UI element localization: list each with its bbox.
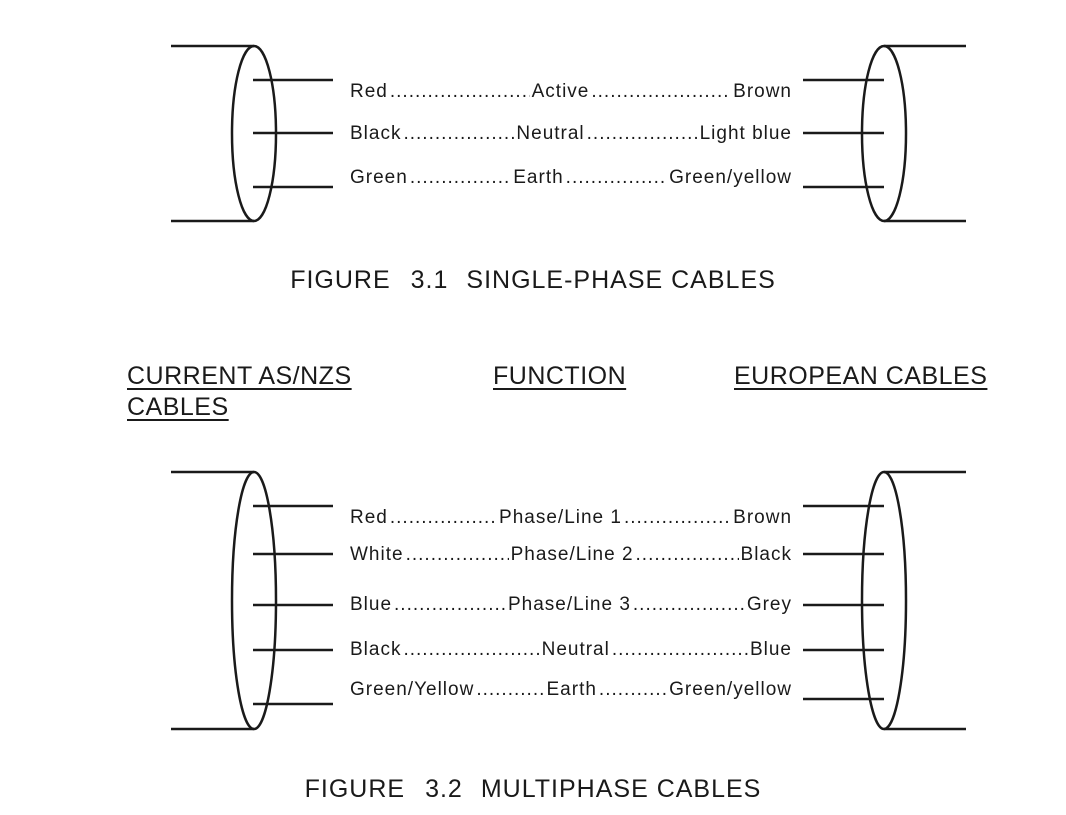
caption-number: 3.2: [425, 775, 463, 803]
leader-dots: [633, 594, 745, 616]
fig1-row-active: Red Active Brown: [350, 81, 792, 103]
leader-dots: [394, 594, 506, 616]
fig1-row-neutral: Black Neutral Light blue: [350, 123, 792, 145]
right-colour: Green/yellow: [669, 167, 792, 188]
right-colour: Black: [740, 544, 792, 565]
caption-label: FIGURE: [290, 266, 391, 294]
header-function: FUNCTION: [493, 362, 627, 390]
leader-dots: [390, 507, 497, 529]
function-label: Phase/Line 1: [499, 507, 622, 528]
fig2-row-phase1: Red Phase/Line 1 Brown: [350, 507, 792, 529]
left-colour: Red: [350, 507, 388, 528]
function-label: Earth: [513, 167, 564, 188]
right-colour: Grey: [746, 594, 793, 615]
leader-dots: [476, 679, 544, 701]
leader-dots: [624, 507, 731, 529]
figure2-caption: FIGURE 3.2 MULTIPHASE CABLES: [0, 775, 1066, 804]
function-label: Neutral: [541, 639, 610, 660]
leader-dots: [599, 679, 667, 701]
fig2-left-cable: [171, 470, 333, 731]
leader-dots: [403, 123, 514, 145]
right-colour: Brown: [733, 81, 792, 102]
left-colour: Black: [350, 123, 402, 144]
leader-dots: [406, 544, 509, 566]
caption-title: MULTIPHASE CABLES: [480, 775, 762, 803]
left-colour: Black: [350, 639, 402, 660]
function-label: Earth: [546, 679, 597, 700]
left-colour: Red: [350, 81, 388, 102]
cable-end: [860, 470, 908, 731]
fig2-row-earth: Green/Yellow Earth Green/yellow: [350, 679, 792, 701]
cable-end: [230, 470, 278, 731]
left-colour: Blue: [350, 594, 393, 615]
function-label: Phase/Line 3: [507, 594, 631, 615]
leader-dots: [410, 167, 511, 189]
left-colour: Green/Yellow: [350, 679, 475, 700]
leader-dots: [390, 81, 530, 103]
header-line: CABLES: [127, 393, 229, 421]
figure1-caption: FIGURE 3.1 SINGLE-PHASE CABLES: [0, 266, 1066, 295]
right-colour: Brown: [733, 507, 793, 528]
caption-title: SINGLE-PHASE CABLES: [466, 266, 776, 294]
leader-dots: [403, 639, 539, 661]
fig2-row-phase3: Blue Phase/Line 3 Grey: [350, 594, 792, 616]
right-colour: Blue: [749, 639, 792, 660]
fig1-left-cable: [171, 44, 333, 223]
header-line: CURRENT AS/NZS: [127, 362, 352, 390]
header-european: EUROPEAN CABLES: [734, 362, 988, 390]
fig2-row-phase2: White Phase/Line 2 Black: [350, 544, 792, 566]
fig2-row-neutral: Black Neutral Blue: [350, 639, 792, 661]
fig1-row-earth: Green Earth Green/yellow: [350, 167, 792, 189]
fig1-right-cable: [803, 44, 966, 223]
function-label: Neutral: [516, 123, 585, 144]
leader-dots: [636, 544, 739, 566]
caption-label: FIGURE: [304, 775, 406, 803]
left-colour: White: [350, 544, 404, 565]
function-label: Phase/Line 2: [510, 544, 634, 565]
function-label: Active: [531, 81, 590, 102]
leader-dots: [612, 639, 748, 661]
left-colour: Green: [350, 167, 408, 188]
leader-dots: [566, 167, 667, 189]
leader-dots: [591, 81, 731, 103]
right-colour: Light blue: [699, 123, 792, 144]
right-colour: Green/yellow: [669, 679, 792, 700]
leader-dots: [587, 123, 698, 145]
caption-number: 3.1: [410, 266, 449, 294]
header-current-asnzs: CURRENT AS/NZS CABLES: [127, 361, 352, 423]
fig2-right-cable: [803, 470, 966, 731]
